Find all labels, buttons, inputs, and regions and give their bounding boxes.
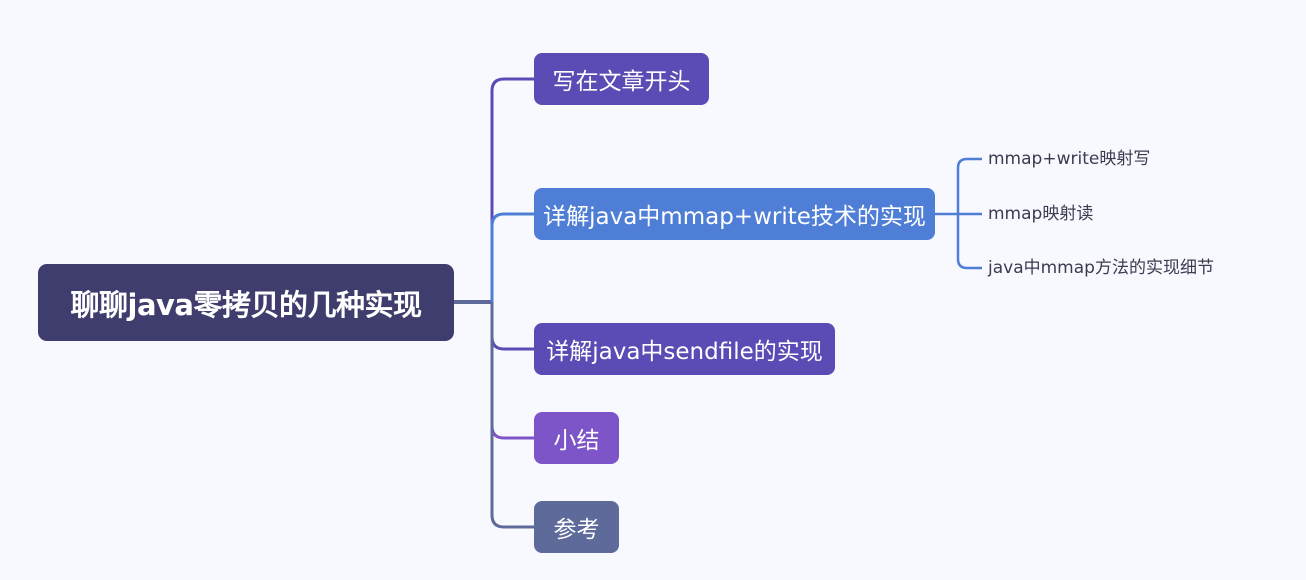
connector-to-branch-4	[490, 302, 534, 440]
branch-topic-intro[interactable]: 写在文章开头	[534, 53, 709, 105]
connector-to-branch-2	[490, 212, 534, 302]
branch-topic-mmap-write[interactable]: 详解java中mmap+write技术的实现	[534, 188, 935, 240]
leaf-topic-mmap-write-map[interactable]: mmap+write映射写	[988, 149, 1151, 169]
leaf-topic-mmap-impl-details[interactable]: java中mmap方法的实现细节	[988, 258, 1214, 278]
branch-topic-references[interactable]: 参考	[534, 501, 619, 553]
connector-to-branch-5	[490, 302, 534, 529]
branch-topic-summary[interactable]: 小结	[534, 412, 619, 464]
leaf-topic-mmap-read[interactable]: mmap映射读	[988, 204, 1094, 224]
branch-topic-sendfile[interactable]: 详解java中sendfile的实现	[534, 323, 835, 375]
root-topic[interactable]: 聊聊java零拷贝的几种实现	[38, 264, 454, 341]
connector-to-leaf-3	[956, 214, 982, 270]
connector-to-branch-1	[490, 77, 534, 302]
connector-to-leaf-1	[956, 157, 982, 214]
connector-to-branch-3	[490, 302, 534, 351]
